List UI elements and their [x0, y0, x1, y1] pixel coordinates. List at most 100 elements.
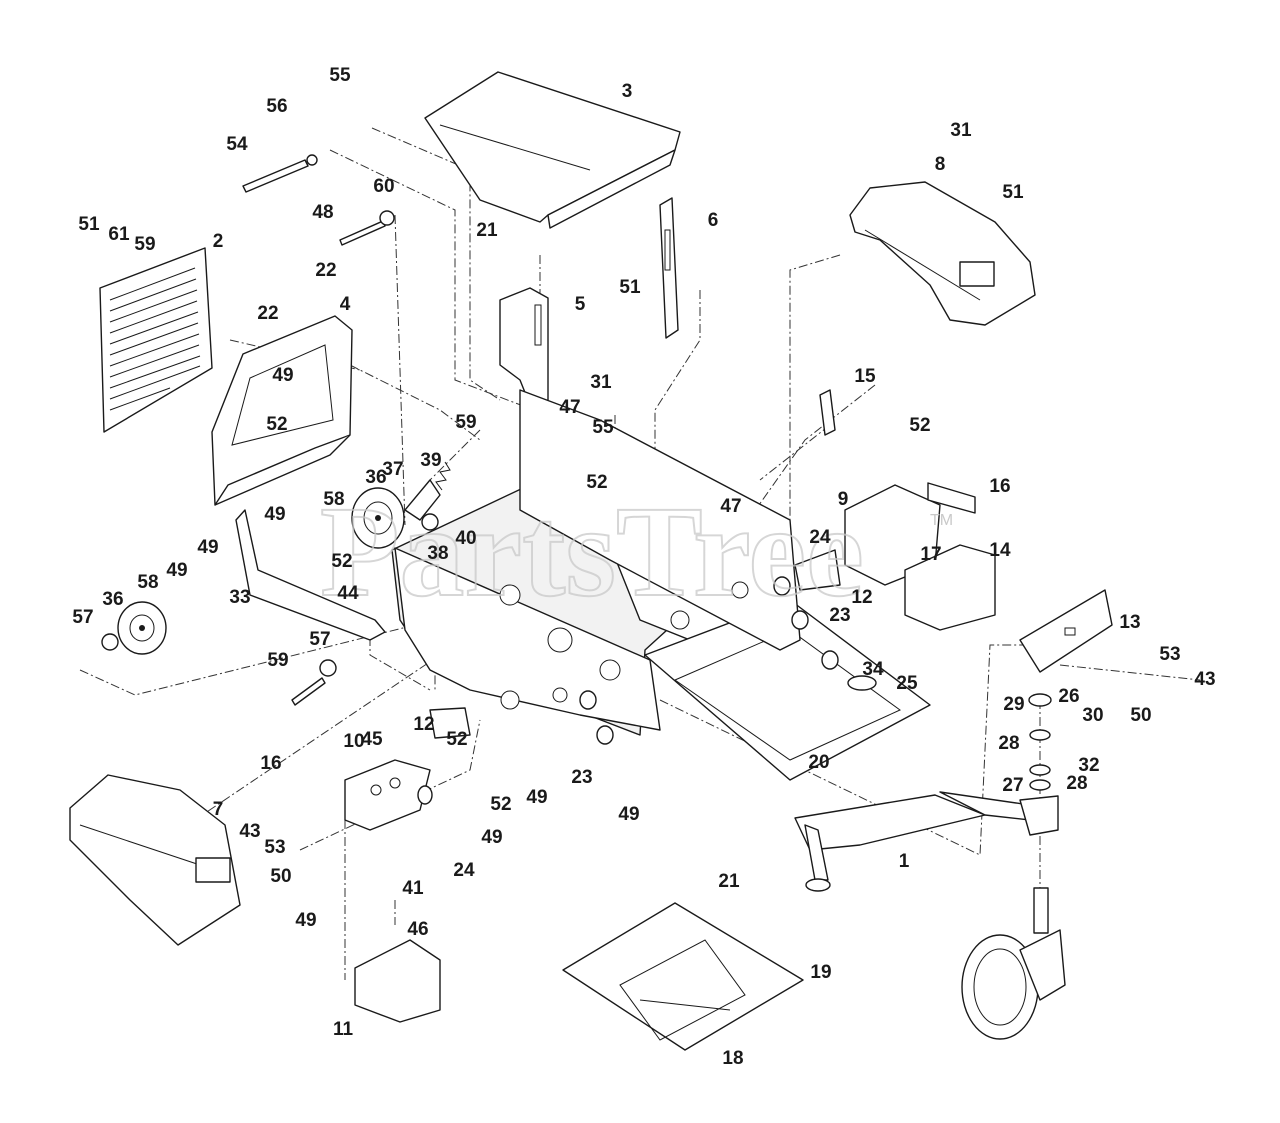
part-3-top-cover [424, 71, 681, 229]
callout-22: 22 [315, 260, 336, 281]
part-16-plate [927, 482, 976, 514]
callout-11: 11 [333, 1019, 354, 1040]
callout-36: 36 [102, 589, 123, 610]
bearings [417, 576, 877, 805]
callout-9: 9 [838, 489, 849, 510]
callout-52: 52 [586, 472, 607, 493]
callout-44: 44 [337, 583, 359, 604]
callout-17: 17 [920, 544, 941, 565]
callout-59: 59 [134, 234, 155, 255]
callout-32: 32 [1078, 755, 1099, 776]
callout-27: 27 [1002, 775, 1023, 796]
callout-43: 43 [239, 821, 260, 842]
callout-20: 20 [808, 752, 829, 773]
callout-3: 3 [622, 81, 633, 102]
callout-49: 49 [264, 504, 285, 525]
callout-49: 49 [526, 787, 547, 808]
part-19-foot-pan [562, 902, 804, 1051]
callout-29: 29 [1003, 694, 1024, 715]
callout-21: 21 [718, 871, 740, 892]
callout-58: 58 [137, 572, 158, 593]
callout-39: 39 [420, 450, 441, 471]
part-1-bumper [794, 791, 1059, 892]
part-8-fender [849, 181, 1036, 326]
callout-4: 4 [340, 294, 351, 315]
callout-33: 33 [229, 587, 250, 608]
callout-47: 47 [559, 397, 580, 418]
callout-8: 8 [935, 154, 946, 175]
callout-55: 55 [592, 417, 614, 438]
callout-37: 37 [382, 459, 403, 480]
part-4-frame-bracket [211, 315, 353, 506]
callout-50: 50 [1130, 705, 1151, 726]
callout-59: 59 [455, 412, 476, 433]
watermark-trademark: TM [930, 512, 953, 529]
callout-57: 57 [72, 607, 93, 628]
callout-12: 12 [413, 714, 434, 735]
part-37-idler-arm [404, 479, 441, 521]
part-36-pulley-upper [351, 487, 405, 549]
callout-18: 18 [722, 1048, 743, 1069]
callout-28: 28 [998, 733, 1019, 754]
callout-60: 60 [373, 176, 394, 197]
callout-16: 16 [989, 476, 1010, 497]
callout-43: 43 [1194, 669, 1215, 690]
callout-52: 52 [446, 729, 467, 750]
part-12-bracket-upper [794, 549, 841, 591]
callout-36: 36 [365, 467, 386, 488]
callout-21: 21 [476, 220, 498, 241]
callout-5: 5 [575, 294, 586, 315]
callout-19: 19 [810, 962, 831, 983]
callout-7: 7 [213, 799, 224, 820]
callout-51: 51 [619, 277, 641, 298]
callout-50: 50 [270, 866, 291, 887]
part-14-tray [904, 544, 996, 631]
callout-14: 14 [989, 540, 1011, 561]
callout-54: 54 [226, 134, 248, 155]
callout-10: 10 [343, 731, 364, 752]
callout-24: 24 [809, 527, 831, 548]
callout-46: 46 [407, 919, 428, 940]
callout-23: 23 [829, 605, 850, 626]
callout-28: 28 [1066, 773, 1087, 794]
callout-49: 49 [618, 804, 639, 825]
part-6-bracket [659, 197, 679, 339]
callout-48: 48 [312, 202, 333, 223]
part-11-guard [354, 939, 441, 1023]
watermark-text: PartsTree [320, 480, 864, 624]
callout-45: 45 [361, 729, 383, 750]
part-36-pulley-lower [117, 601, 167, 655]
part-7-front-fender [69, 774, 241, 946]
callout-16: 16 [260, 753, 281, 774]
callout-15: 15 [854, 366, 876, 387]
callout-49: 49 [197, 537, 218, 558]
callout-56: 56 [266, 96, 287, 117]
callout-57: 57 [309, 629, 330, 650]
callout-49: 49 [295, 910, 316, 931]
callout-40: 40 [455, 528, 476, 549]
callout-59: 59 [267, 650, 288, 671]
callout-6: 6 [708, 210, 719, 231]
part-13-plate [1019, 589, 1113, 673]
callout-24: 24 [453, 860, 475, 881]
callout-13: 13 [1119, 612, 1140, 633]
callout-25: 25 [896, 673, 918, 694]
callout-22: 22 [257, 303, 278, 324]
part-12-bracket-lower [429, 707, 471, 739]
callout-49: 49 [166, 560, 187, 581]
hardware [101, 154, 439, 706]
callout-51: 51 [78, 214, 100, 235]
callout-41: 41 [402, 878, 424, 899]
callout-12: 12 [851, 587, 872, 608]
callout-55: 55 [329, 65, 351, 86]
callout-61: 61 [108, 224, 130, 245]
callout-58: 58 [323, 489, 344, 510]
callout-53: 53 [1159, 644, 1180, 665]
callout-1: 1 [899, 851, 910, 872]
callout-30: 30 [1082, 705, 1103, 726]
callout-23: 23 [571, 767, 592, 788]
callout-47: 47 [720, 496, 741, 517]
callout-31: 31 [950, 120, 972, 141]
callout-49: 49 [272, 365, 293, 386]
